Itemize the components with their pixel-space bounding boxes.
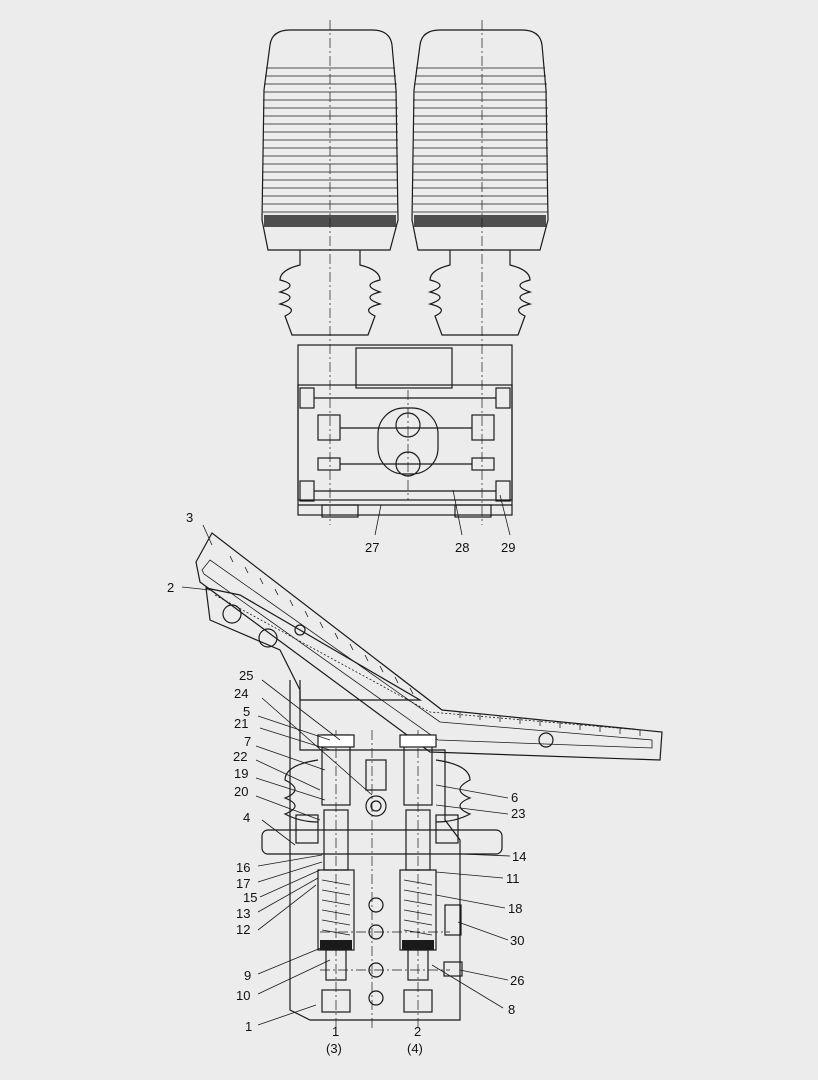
- left-boot: [283, 759, 319, 823]
- label-27: 27: [365, 540, 379, 555]
- port-label-4: (4): [407, 1041, 423, 1056]
- right-boot: [435, 759, 472, 823]
- leader-29: [499, 494, 511, 536]
- leader-28: [452, 489, 463, 536]
- label-12: 12: [236, 922, 250, 937]
- right-spool: [399, 734, 437, 1013]
- right-pedal-pad: [411, 29, 549, 251]
- left-pedal-ribs: [263, 67, 398, 227]
- left-spool: [317, 734, 355, 1013]
- label-29: 29: [501, 540, 515, 555]
- top-view: 27 28 29: [261, 20, 549, 555]
- pedal-treads: [229, 555, 641, 736]
- right-leaders: [431, 784, 511, 1009]
- leader-27: [374, 504, 382, 536]
- label-24: 24: [234, 686, 248, 701]
- valve-body: [289, 680, 461, 1021]
- label-6: 6: [511, 790, 518, 805]
- label-1: 1: [245, 1019, 252, 1034]
- label-3: 3: [186, 510, 193, 525]
- port-label-3: (3): [326, 1041, 342, 1056]
- pedal-plate: [195, 532, 663, 761]
- label-14: 14: [512, 849, 526, 864]
- right-pedal-ribs: [413, 67, 548, 227]
- mounting-flange: [261, 829, 503, 855]
- label-8: 8: [508, 1002, 515, 1017]
- hinge-bracket: [205, 587, 423, 701]
- label-15: 15: [243, 890, 257, 905]
- label-19: 19: [234, 766, 248, 781]
- label-11: 11: [506, 871, 520, 886]
- left-pedal-pad: [261, 29, 399, 251]
- label-5: 5: [243, 704, 250, 719]
- label-22: 22: [233, 749, 247, 764]
- top-valve-body: [297, 344, 513, 518]
- port-label-1: 1: [332, 1024, 339, 1039]
- port-label-2: 2: [414, 1024, 421, 1039]
- label-2: 2: [167, 580, 174, 595]
- label-23: 23: [511, 806, 525, 821]
- label-16: 16: [236, 860, 250, 875]
- label-18: 18: [508, 901, 522, 916]
- side-view: 3 2 25 24 5 21 7 22 19 20 4 16 17 15 13 …: [167, 510, 663, 1056]
- label-10: 10: [236, 988, 250, 1003]
- label-4: 4: [243, 810, 250, 825]
- label-25: 25: [239, 668, 253, 683]
- label-7: 7: [244, 734, 251, 749]
- label-20: 20: [234, 784, 248, 799]
- label-21: 21: [234, 716, 248, 731]
- label-28: 28: [455, 540, 469, 555]
- label-17: 17: [236, 876, 250, 891]
- label-30: 30: [510, 933, 524, 948]
- label-26: 26: [510, 973, 524, 988]
- label-9: 9: [244, 968, 251, 983]
- label-13: 13: [236, 906, 250, 921]
- left-leaders: [181, 524, 373, 1026]
- right-bellows: [427, 250, 533, 336]
